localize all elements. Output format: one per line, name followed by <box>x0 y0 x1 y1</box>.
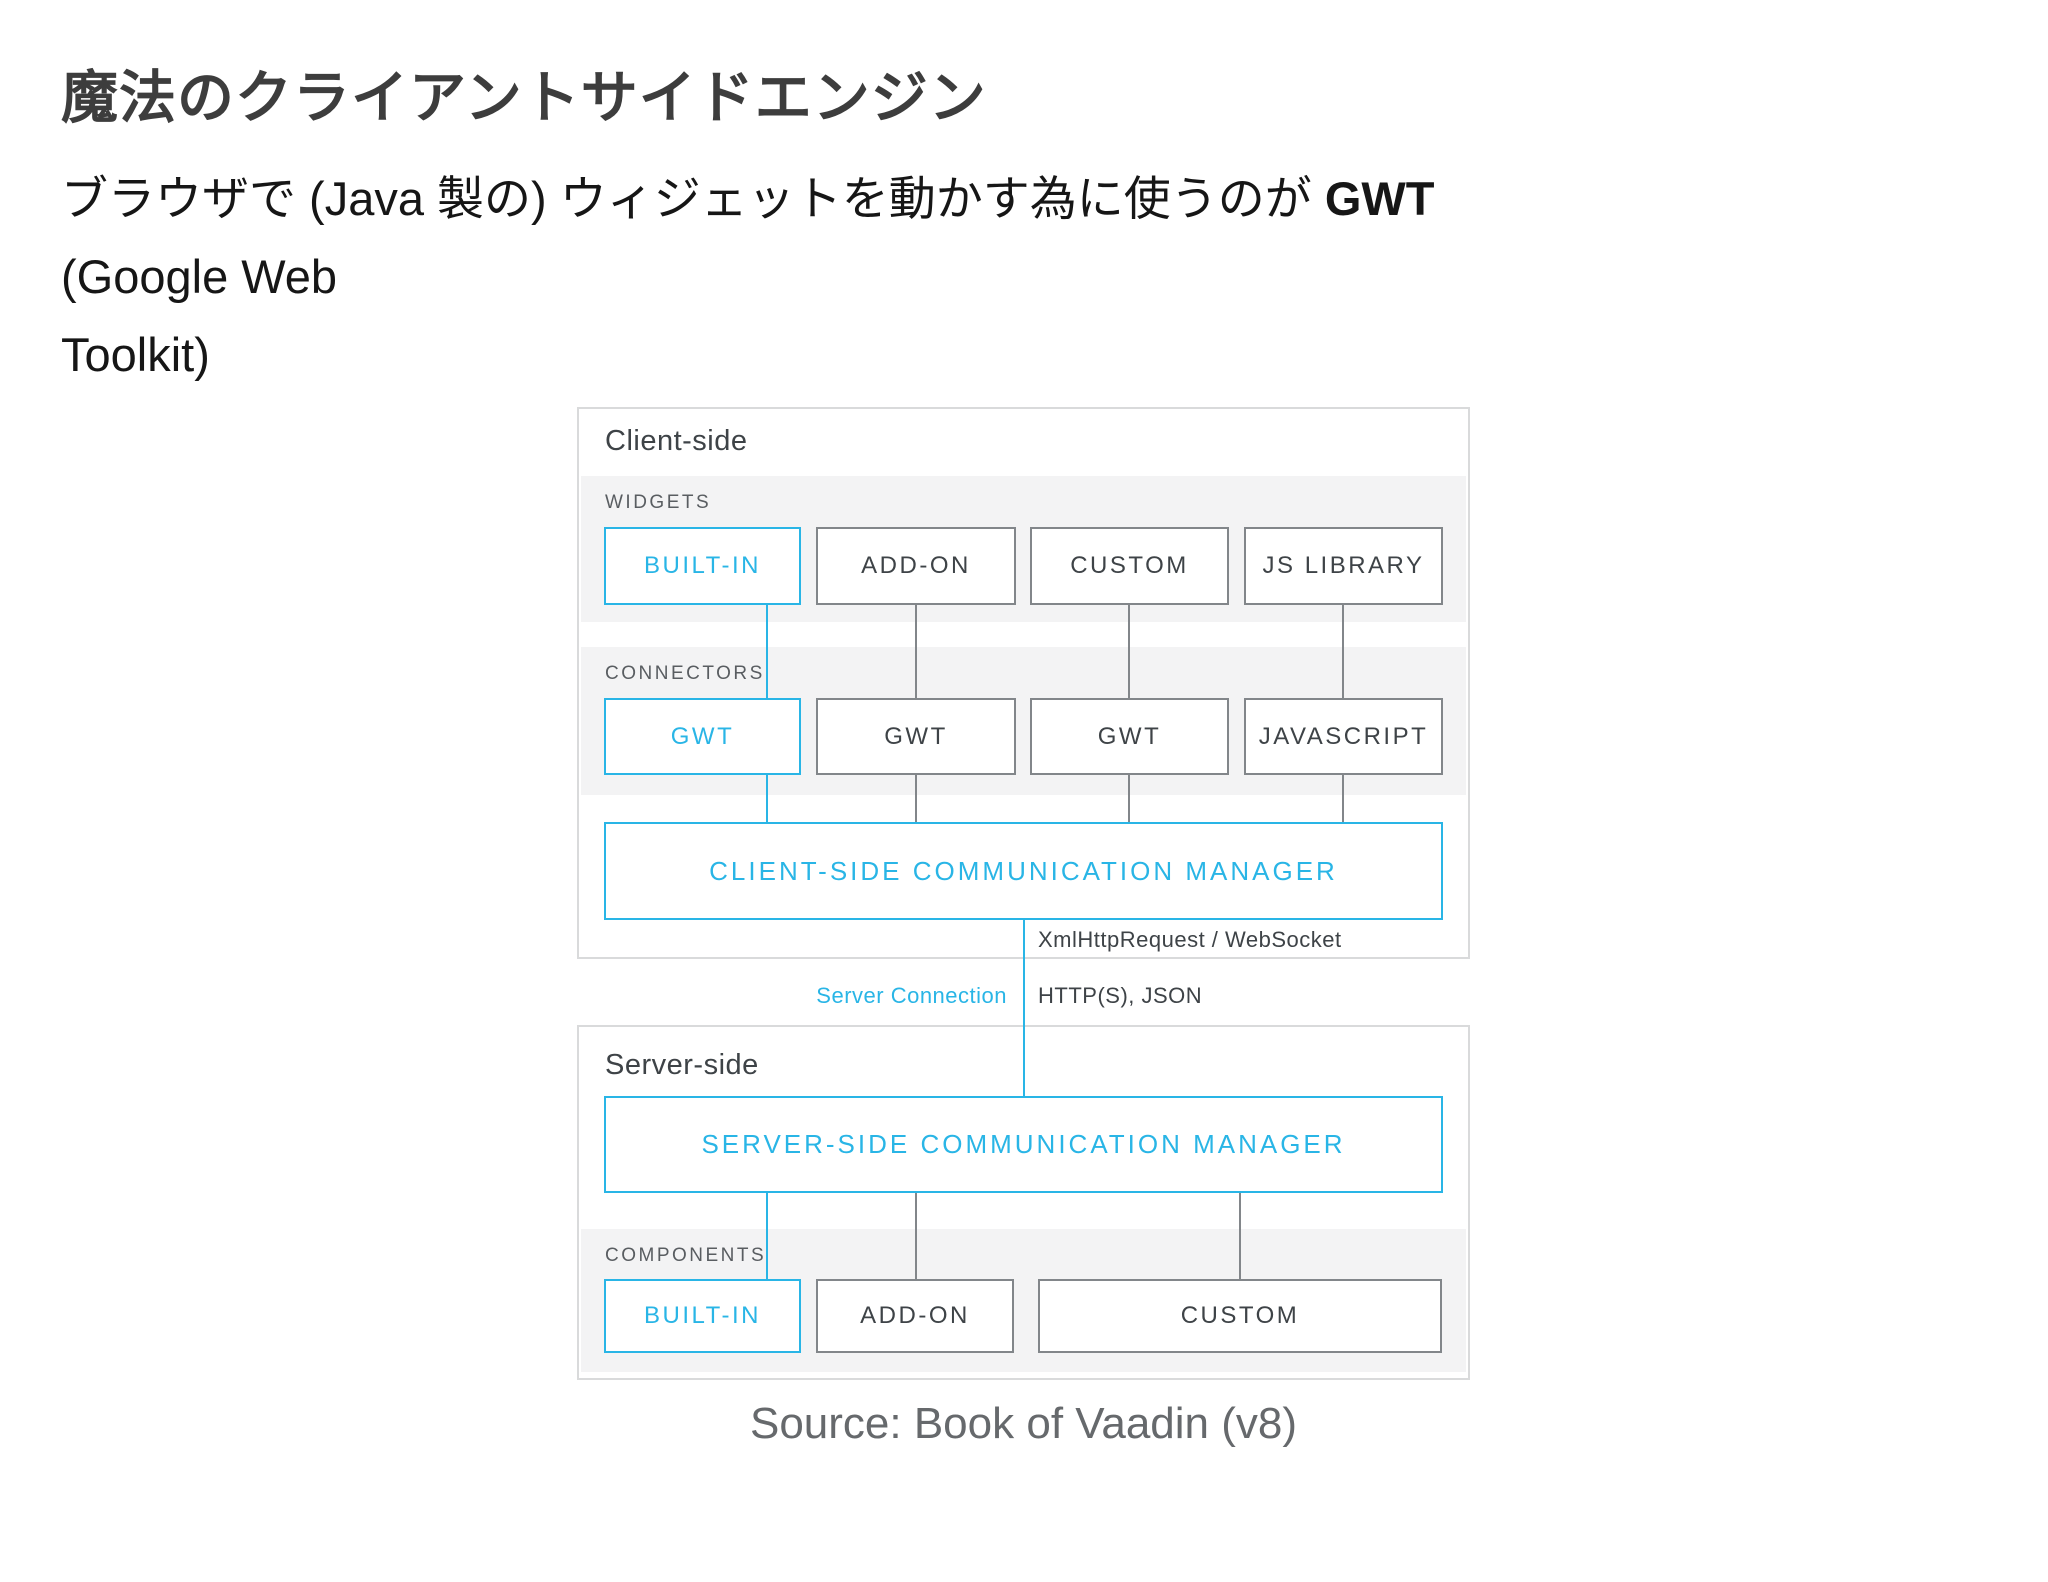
component-box-custom: CUSTOM <box>1038 1279 1442 1353</box>
connector-line-jslibrary-javascript <box>1342 603 1344 698</box>
client-communication-manager-box: CLIENT-SIDE COMMUNICATION MANAGER <box>604 822 1443 920</box>
connector-box-gwt-builtin: GWT <box>604 698 801 775</box>
connector-box-gwt-custom: GWT <box>1030 698 1229 775</box>
architecture-diagram: Client-side WIDGETS CONNECTORS Server-si… <box>577 407 1470 1467</box>
widgets-band-label: WIDGETS <box>605 492 712 513</box>
connector-line-servermanager-custom <box>1239 1193 1241 1279</box>
widget-box-js-library: JS LIBRARY <box>1244 527 1443 605</box>
connector-line-custom-gwt <box>1128 603 1130 698</box>
server-side-label: Server-side <box>605 1049 759 1081</box>
widget-box-built-in: BUILT-IN <box>604 527 801 605</box>
component-box-add-on: ADD-ON <box>816 1279 1014 1353</box>
connector-line-servermanager-builtin <box>766 1193 768 1279</box>
intro-text-after-line2: Toolkit) <box>61 328 210 381</box>
connector-line-gwt3-manager <box>1128 773 1130 822</box>
connector-line-gwt2-manager <box>915 773 917 822</box>
intro-text-before: ブラウザで (Java 製の) ウィジェットを動かす為に使うのが <box>61 172 1325 225</box>
intro-text-after-line1: (Google Web <box>61 250 338 303</box>
components-band-label: COMPONENTS <box>605 1245 767 1266</box>
component-box-built-in: BUILT-IN <box>604 1279 801 1353</box>
connector-line-builtin-gwt <box>766 603 768 698</box>
protocol-label: HTTP(S), JSON <box>1038 983 1203 1008</box>
connector-line-javascript-manager <box>1342 773 1344 822</box>
intro-gwt-bold: GWT <box>1324 172 1435 225</box>
server-connection-line <box>1023 920 1025 1096</box>
connector-box-gwt-addon: GWT <box>816 698 1016 775</box>
client-side-label: Client-side <box>605 425 748 457</box>
connector-box-javascript: JAVASCRIPT <box>1244 698 1443 775</box>
server-connection-label: Server Connection <box>816 983 1007 1008</box>
transport-label: XmlHttpRequest / WebSocket <box>1038 927 1342 952</box>
widget-box-add-on: ADD-ON <box>816 527 1016 605</box>
connectors-band-label: CONNECTORS <box>605 663 765 684</box>
connector-line-addon-gwt <box>915 603 917 698</box>
source-caption: Source: Book of Vaadin (v8) <box>749 1399 1298 1448</box>
page-title: 魔法のクライアントサイドエンジン <box>61 66 987 130</box>
intro-text: ブラウザで (Java 製の) ウィジェットを動かす為に使うのが GWT (Go… <box>61 160 1561 394</box>
widget-box-custom: CUSTOM <box>1030 527 1229 605</box>
server-communication-manager-box: SERVER-SIDE COMMUNICATION MANAGER <box>604 1096 1443 1193</box>
connector-line-servermanager-addon <box>915 1193 917 1279</box>
connector-line-gwt-manager <box>766 773 768 822</box>
